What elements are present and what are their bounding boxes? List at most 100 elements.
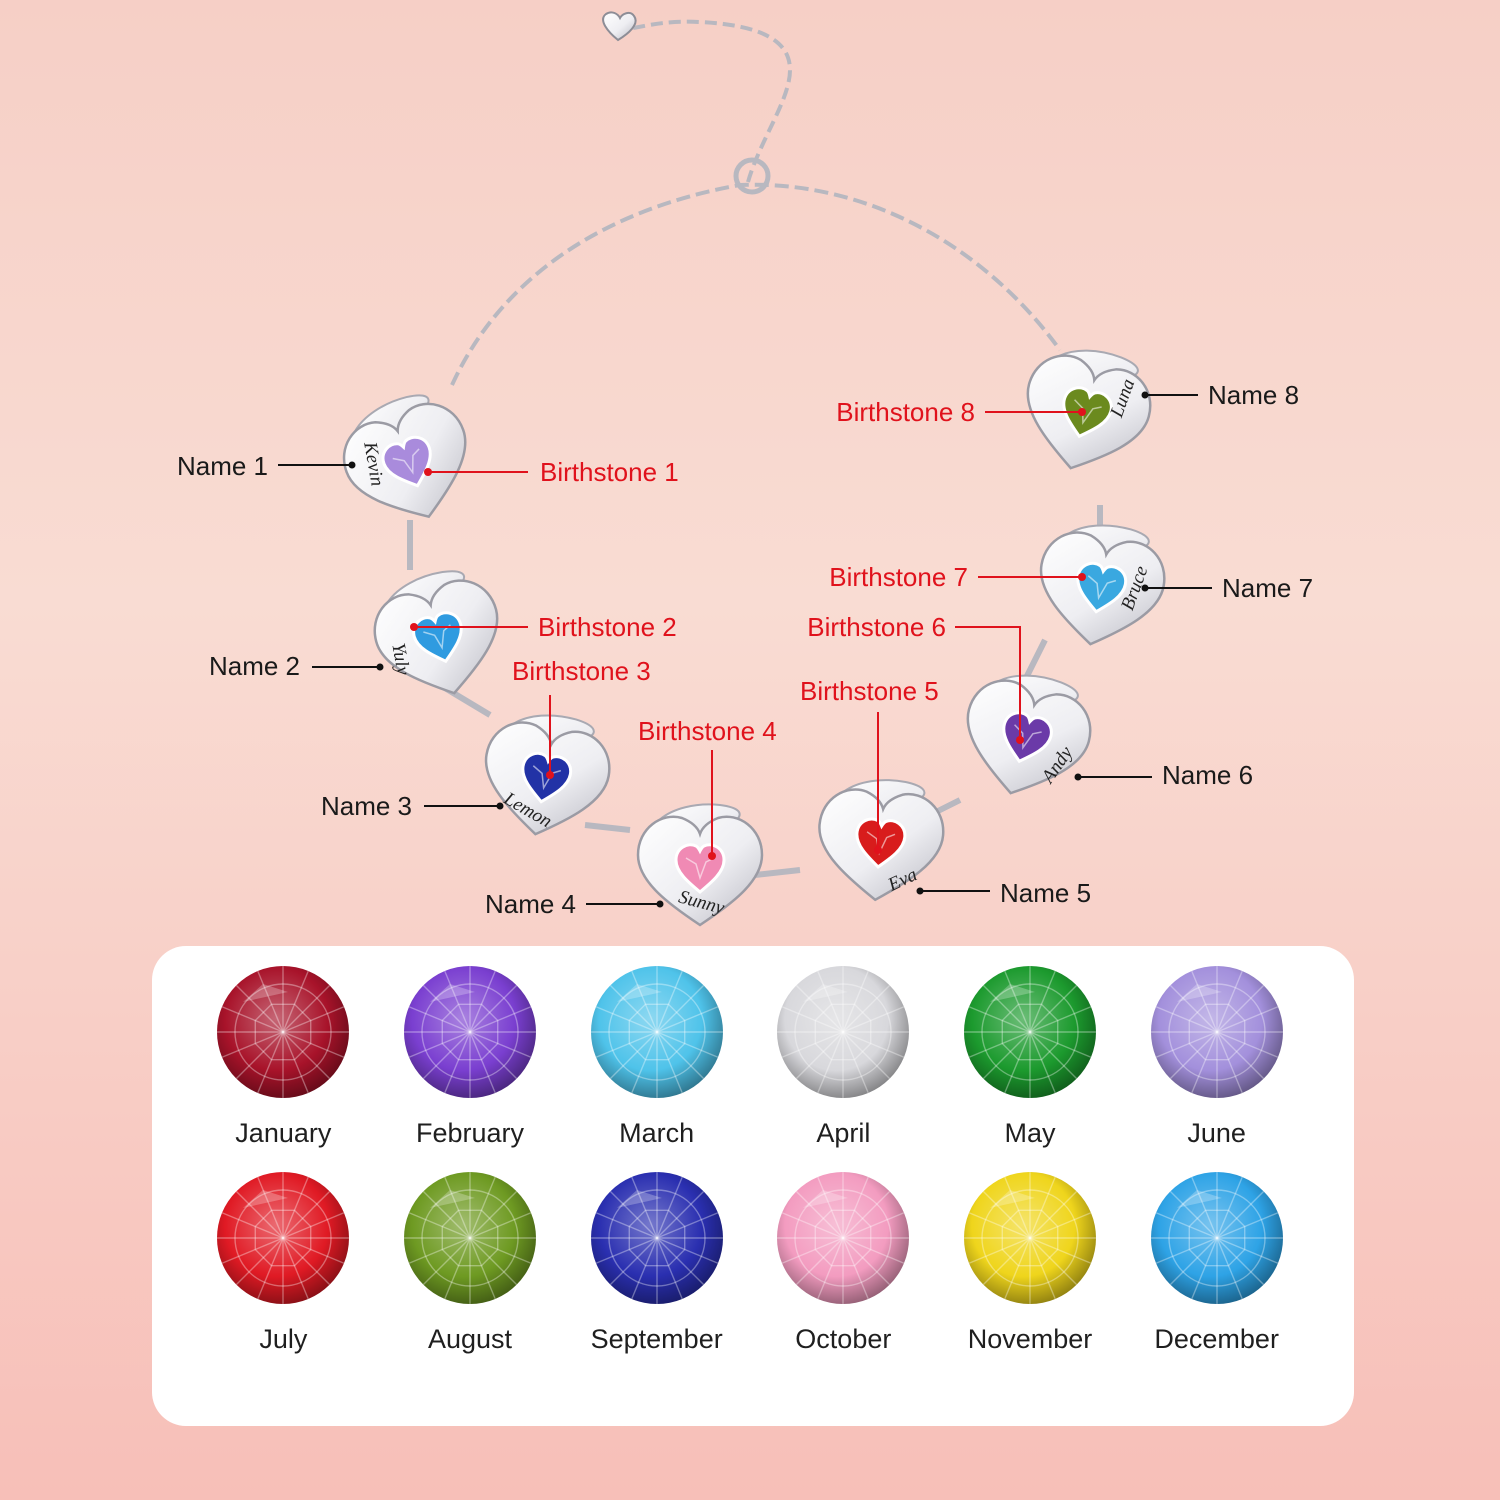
- month-label: May: [1004, 1118, 1056, 1148]
- gem-body: [403, 1172, 536, 1304]
- month-label: July: [259, 1324, 308, 1354]
- name-callout-5: Name 5: [916, 878, 1091, 908]
- name-callout-3: Name 3: [321, 791, 504, 821]
- charm-7: [1039, 524, 1166, 646]
- gem-icon: [217, 1172, 350, 1304]
- gem-facets: [1150, 1172, 1283, 1304]
- gem-icon: [1150, 1172, 1283, 1304]
- callout-dot: [496, 802, 504, 810]
- birthstone-callout-6: Birthstone 6: [807, 612, 1024, 744]
- gem-body: [1150, 1172, 1283, 1304]
- callout-dot: [1016, 736, 1024, 744]
- gem-body: [403, 966, 536, 1098]
- name-label: Name 3: [321, 791, 412, 821]
- charm-5: [818, 779, 945, 902]
- stone-facet: [392, 448, 420, 475]
- callout-dot: [1074, 773, 1082, 781]
- birthstone-callout-8: Birthstone 8: [836, 397, 1086, 427]
- birthstone-april: April: [750, 962, 937, 1154]
- month-label: January: [235, 1118, 332, 1148]
- birthstone-may: May: [937, 962, 1124, 1154]
- callout-dot: [1078, 573, 1086, 581]
- birthstone-heart: [521, 751, 573, 804]
- gem-facets: [777, 1172, 910, 1304]
- stone-facet: [1074, 399, 1102, 426]
- callout-dot: [708, 852, 716, 860]
- month-label: February: [415, 1118, 525, 1148]
- name-callout-8: Name 8: [1141, 380, 1299, 410]
- birthstone-label: Birthstone 8: [836, 397, 975, 427]
- callout-dot: [916, 887, 924, 895]
- birthstone-september: September: [563, 1168, 750, 1360]
- birthstone-label: Birthstone 6: [807, 612, 946, 642]
- name-label: Name 1: [177, 451, 268, 481]
- callout-dot: [424, 468, 432, 476]
- name-label: Name 2: [209, 651, 300, 681]
- birthstone-callout-5: Birthstone 5: [800, 676, 939, 854]
- charm-1: [342, 394, 467, 519]
- gem-facets: [217, 966, 350, 1098]
- callout-dot: [546, 771, 554, 779]
- callout-dot: [1078, 408, 1086, 416]
- birthstone-label: Birthstone 2: [538, 612, 677, 642]
- gem-body: [217, 966, 350, 1098]
- name-callout-6: Name 6: [1074, 760, 1253, 790]
- gem-icon: [963, 966, 1096, 1098]
- gem-facets: [403, 966, 536, 1098]
- gem-icon: [590, 966, 723, 1098]
- month-label: September: [590, 1324, 723, 1354]
- birthstone-label: Birthstone 5: [800, 676, 939, 706]
- gem-icon: [590, 1172, 723, 1304]
- gem-icon: [1150, 966, 1283, 1098]
- gem-icon: [777, 966, 910, 1098]
- callout-dot: [1141, 391, 1149, 399]
- stone-facet: [685, 857, 715, 881]
- month-label: June: [1187, 1118, 1246, 1148]
- birthstone-february: February: [377, 962, 564, 1154]
- gem-facets: [963, 1172, 1096, 1304]
- birthstone-june: June: [1123, 962, 1310, 1154]
- gem-facets: [1150, 966, 1283, 1098]
- heart-tag-icon: [602, 11, 637, 42]
- bracelet-chain: [450, 19, 1062, 386]
- month-label: April: [816, 1118, 871, 1148]
- callout-dot: [410, 623, 418, 631]
- name-label: Name 5: [1000, 878, 1091, 908]
- gem-facets: [403, 1172, 536, 1304]
- month-label: October: [795, 1324, 892, 1354]
- callout-line: [955, 626, 1021, 740]
- name-callout-4: Name 4: [485, 889, 664, 919]
- charm-4: [636, 803, 764, 927]
- name-label: Name 8: [1208, 380, 1299, 410]
- birthstone-label: Birthstone 4: [638, 716, 777, 746]
- birthstone-label: Birthstone 3: [512, 656, 651, 686]
- gem-icon: [403, 1172, 536, 1304]
- birthstone-heart: [1076, 561, 1128, 614]
- gem-icon: [217, 966, 350, 1098]
- callout-dot: [348, 461, 356, 469]
- birthstone-callout-7: Birthstone 7: [829, 562, 1086, 592]
- callout-dot: [874, 846, 882, 854]
- name-label: Name 6: [1162, 760, 1253, 790]
- stone-facet: [532, 765, 562, 791]
- name-callout-2: Name 2: [209, 651, 384, 681]
- gem-body: [777, 966, 910, 1098]
- gem-body: [777, 1172, 910, 1304]
- gem-facets: [217, 1172, 350, 1304]
- gem-facets: [963, 966, 1096, 1098]
- birthstone-march: March: [563, 962, 750, 1154]
- gem-body: [963, 1172, 1096, 1304]
- gem-facets: [777, 966, 910, 1098]
- birthstone-january: January: [190, 962, 377, 1154]
- gem-icon: [403, 966, 536, 1098]
- callout-dot: [656, 900, 664, 908]
- name-callout-7: Name 7: [1141, 573, 1313, 603]
- charm-2: [373, 570, 499, 695]
- gem-facets: [590, 966, 723, 1098]
- charm-6: [966, 674, 1092, 795]
- name-callout-1: Name 1: [177, 451, 356, 481]
- gem-body: [590, 966, 723, 1098]
- gem-body: [217, 1172, 350, 1304]
